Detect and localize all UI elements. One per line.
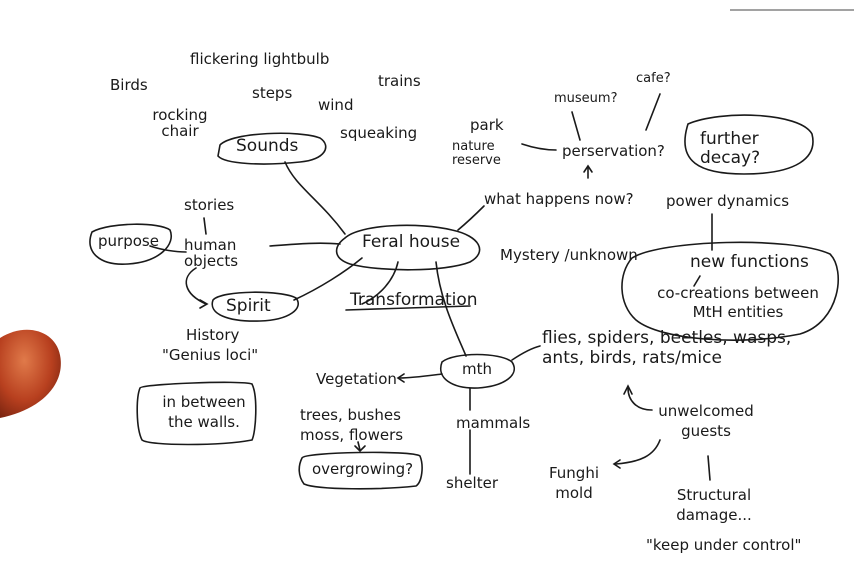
bean-illustration [0,329,61,418]
label-cafe: cafe? [636,71,671,86]
node-purpose: purpose [98,232,159,250]
label-unwelcomed-guests: unwelcomed guests [658,402,754,440]
spirit-outline [211,291,299,322]
sound-rocking-chair: rocking chair [152,106,208,140]
label-co-creations: co-creations between MtH entities [657,284,819,321]
node-new-functions: new functions [690,252,809,272]
line-stories-human [203,217,207,235]
label-mammals: mammals [456,414,531,432]
label-structural-damage: Structural damage... [676,486,752,524]
line-newfunctions-cocreations [693,275,701,287]
node-human-objects: human objects [184,236,239,270]
label-plants: trees, bushes moss, flowers [300,406,404,444]
center-node-feral-house: Feral house [362,232,461,252]
arrowhead-vegetation [396,373,405,383]
label-nature-reserve: nature reserve [452,139,501,169]
sound-squeaking: squeaking [340,124,418,142]
line-sounds-center [284,161,346,235]
label-funghi-mold: Funghi mold [548,464,600,502]
label-genius-loci: "Genius loci" [162,346,259,364]
sound-wind: wind [318,96,354,114]
label-keep-under-control: "keep under control" [646,536,802,554]
label-power-dynamics: power dynamics [666,192,790,210]
line-center-mth [435,261,467,357]
label-stories: stories [184,196,235,214]
label-preservation: perservation? [562,142,665,160]
node-in-between-walls: in between the walls. [162,393,246,432]
sound-trains: trains [378,72,421,90]
feral-house-outline [335,224,481,271]
mth-outline [439,353,515,389]
label-insects-animals: flies, spiders, beetles, wasps, ants, bi… [542,328,792,369]
node-mth: mth [462,360,492,378]
line-purpose-human [149,245,187,253]
arrowhead-insects [623,384,633,395]
line-spirit-center [293,257,363,301]
label-vegetation: Vegetation [316,370,397,388]
decay-outline [684,114,814,175]
label-mystery-unknown: Mystery /unknown [500,246,638,264]
node-transformation: Transformation [350,290,478,310]
line-park-preservation [521,143,557,151]
arrow-guests-funghi [615,439,661,465]
new-functions-outline [621,241,839,341]
line-transformation-center [361,261,399,305]
ink-lines [89,93,839,490]
label-history: History [186,326,240,344]
node-further-decay: further decay? [700,129,761,168]
line-center-whathappens [457,205,485,231]
line-preservation-cafe [645,93,661,131]
arrow-human-spirit [185,267,207,305]
line-human-center [269,242,341,247]
sounds-outline [217,132,327,165]
arrowhead-funghi [612,459,621,469]
walls-outline [136,381,257,446]
node-overgrowing: overgrowing? [312,460,414,478]
sound-flickering-lightbulb: flickering lightbulb [190,50,330,68]
sound-steps: steps [252,84,293,102]
transformation-underline [345,305,471,311]
arrowhead-preservation [583,164,593,173]
node-spirit: Spirit [226,296,271,316]
line-preservation-museum [571,111,581,141]
overgrowing-outline [298,451,423,490]
line-mth-vegetation [399,373,443,379]
line-mth-insects [511,345,541,361]
label-shelter: shelter [446,474,498,492]
node-sounds: Sounds [236,136,299,156]
label-park: park [470,116,504,134]
arrow-guests-insects [627,387,653,411]
line-guests-damage [707,455,711,481]
sound-birds: Birds [110,76,148,94]
arrowhead-spirit [199,299,209,309]
label-what-happens-now: what happens now? [484,190,634,208]
arrowhead-overgrowing [354,445,366,453]
line-plants-overgrowing [357,441,361,451]
label-museum: museum? [554,91,618,106]
